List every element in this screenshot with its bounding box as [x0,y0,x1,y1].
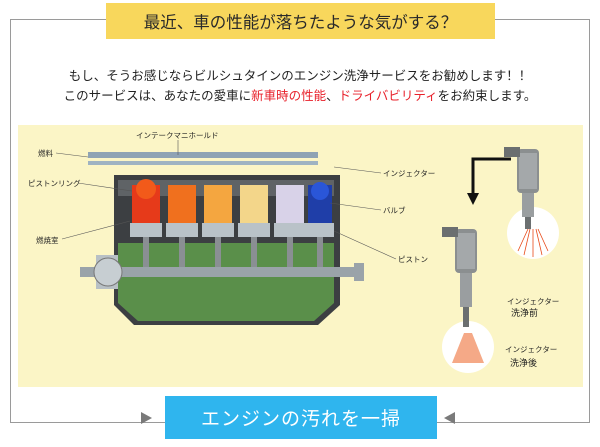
cylinders [130,179,334,277]
arrow-right-icon [141,412,152,424]
highlight-drivability: ドライバビリティ [338,88,438,103]
crankshaft [80,255,364,289]
engine-clean-button[interactable]: エンジンの汚れを一掃 [165,396,437,439]
cylinder-5 [274,185,306,277]
intro-line-2: このサービスは、あなたの愛車に新車時の性能、ドライバビリティをお約束します。 [0,86,600,106]
injector-after-cleaning: インジェクター 洗浄後 [442,227,557,373]
label-piston-ring: ピストンリング [28,178,81,188]
arrow-left-icon [444,412,455,424]
label-combustion-chamber: 燃焼室 [36,235,59,245]
intro-text: もし、そうお感じならビルシュタインのエンジン洗浄サービスをお勧めします！！ この… [0,66,600,106]
highlight-new-car-performance: 新車時の性能 [251,88,327,103]
injector-before-line-1: インジェクター [507,297,559,306]
cylinder-2 [166,185,198,277]
cylinder-3 [202,185,234,277]
engine-diagram: インテークマニホールド 燃料 ピストンリング 燃焼室 インジェクター バルブ ピ… [28,131,559,373]
diagram-panel: インテークマニホールド 燃料 ピストンリング 燃焼室 インジェクター バルブ ピ… [18,125,583,387]
before-after-arrow [467,157,511,205]
intro-separator: 、 [326,88,339,103]
callouts: インテークマニホールド 燃料 ピストンリング 燃焼室 インジェクター バルブ ピ… [28,131,435,264]
intro-line-2-suffix: をお約束します。 [437,88,537,103]
intro-line-1: もし、そうお感じならビルシュタインのエンジン洗浄サービスをお勧めします！！ [68,68,532,83]
label-intake-manifold: インテークマニホールド [136,131,219,140]
engine-block [88,152,340,325]
cylinder-4 [238,185,270,277]
injector-after-line-2: 洗浄後 [510,357,537,369]
injector-after-line-1: インジェクター [505,345,557,354]
label-fuel: 燃料 [38,148,53,158]
label-injector: インジェクター [383,169,435,178]
injector-before-line-2: 洗浄前 [511,307,538,319]
cylinder-1 [130,179,162,277]
intro-line-2-prefix: このサービスは、あなたの愛車に [63,88,252,103]
label-piston: ピストン [398,255,428,264]
label-valve: バルブ [383,205,406,215]
injector-before-cleaning: インジェクター 洗浄前 [504,147,559,319]
headline-banner: 最近、車の性能が落ちたような気がする？ [106,3,495,39]
cylinder-6 [306,182,334,277]
